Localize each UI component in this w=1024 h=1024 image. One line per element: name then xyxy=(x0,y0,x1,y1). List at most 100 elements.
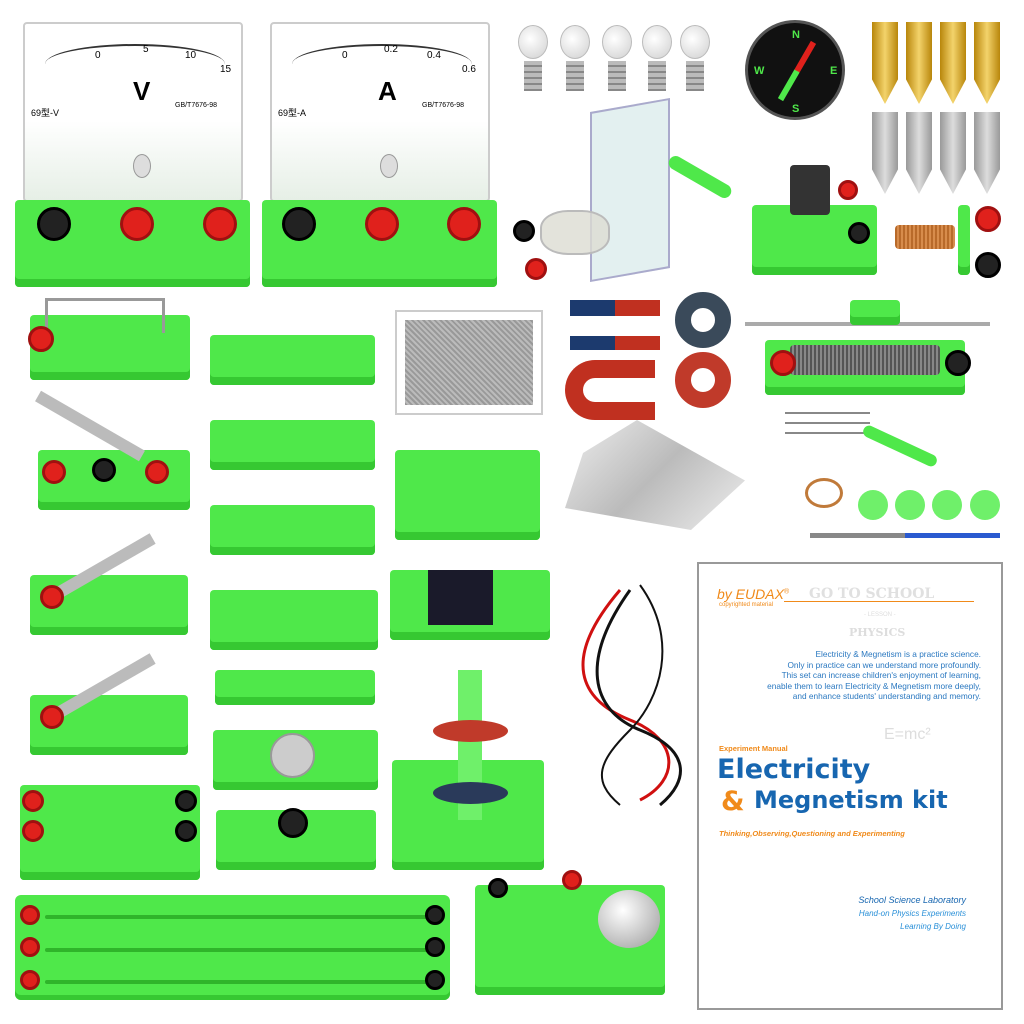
intro-line: This set can increase children's enjoyme… xyxy=(781,670,981,680)
terminal-3v[interactable] xyxy=(120,207,154,241)
generator-case xyxy=(590,97,670,283)
terminal[interactable] xyxy=(22,820,44,842)
compass-letter: W xyxy=(754,65,765,77)
terminal[interactable] xyxy=(425,905,445,925)
metal-rods xyxy=(785,412,870,442)
terminal[interactable] xyxy=(848,222,870,244)
scale-label: 5 xyxy=(143,44,149,55)
light-bulb xyxy=(642,25,672,95)
terminal[interactable] xyxy=(20,970,40,990)
compass: N E S W xyxy=(745,20,845,120)
brand-logo: by EUDAX® xyxy=(717,586,790,602)
spring-switch-module[interactable] xyxy=(210,420,375,470)
rail-slot xyxy=(45,915,430,919)
horseshoe-magnet xyxy=(565,360,655,420)
terminal[interactable] xyxy=(22,790,44,812)
terminal-negative[interactable] xyxy=(37,207,71,241)
zinc-electrode xyxy=(940,112,966,194)
terminal[interactable] xyxy=(28,326,54,352)
terminal[interactable] xyxy=(975,206,1001,232)
footer-text: School Science Laboratory Hand-on Physic… xyxy=(858,894,966,933)
adjust-knob[interactable] xyxy=(133,154,151,178)
footer-line: Learning By Doing xyxy=(900,922,966,931)
tagline: Thinking,Observing,Questioning and Exper… xyxy=(719,829,905,838)
terminal[interactable] xyxy=(40,585,64,609)
ammeter-scale xyxy=(292,44,472,84)
gear xyxy=(858,490,888,520)
title-line-2: Megnetism kit xyxy=(754,786,948,814)
slider-knob[interactable] xyxy=(850,300,900,325)
resistor-module xyxy=(215,670,375,705)
intro-line: enable them to learn Electricity & Megne… xyxy=(767,680,981,691)
terminal[interactable] xyxy=(975,252,1001,278)
terminal[interactable] xyxy=(525,258,547,280)
terminal[interactable] xyxy=(838,180,858,200)
terminal[interactable] xyxy=(20,905,40,925)
iron-filings-panel xyxy=(395,310,543,415)
foil-sheet xyxy=(565,420,745,530)
terminal[interactable] xyxy=(92,458,116,482)
ammeter-face: 0 0.2 0.4 0.6 A 69型-A GB/T7676-98 xyxy=(270,22,490,202)
voltmeter: 0 5 10 15 V 69型-V GB/T7676-98 xyxy=(15,22,250,287)
copper-electrode xyxy=(906,22,932,104)
ring-magnet xyxy=(675,352,731,408)
spring-switch-module[interactable] xyxy=(210,335,375,385)
intro-line: Only in practice can we understand more … xyxy=(787,659,981,670)
compass-letter: S xyxy=(792,103,800,115)
copper-electrode xyxy=(872,22,898,104)
footer-line: School Science Laboratory xyxy=(858,895,966,905)
terminal-15v[interactable] xyxy=(203,207,237,241)
intro-line: Electricity & Megnetism is a practice sc… xyxy=(815,649,981,659)
model-label: 69型-V xyxy=(31,108,60,118)
crank-handle[interactable] xyxy=(666,153,734,201)
terminal[interactable] xyxy=(425,937,445,957)
zinc-electrode xyxy=(906,112,932,194)
footer-line: Hand-on Physics Experiments xyxy=(858,909,966,918)
bell-dome[interactable] xyxy=(598,890,660,948)
terminal-3a[interactable] xyxy=(447,207,481,241)
background-lesson: - LESSON - xyxy=(864,612,896,618)
hand-crank-generator xyxy=(505,97,740,285)
screwdriver xyxy=(810,533,1000,538)
spring-switch-module[interactable] xyxy=(210,505,375,555)
terminal[interactable] xyxy=(488,878,508,898)
terminal[interactable] xyxy=(945,350,971,376)
terminal[interactable] xyxy=(42,460,66,484)
title-line-1: Electricity xyxy=(717,754,871,785)
terminal[interactable] xyxy=(513,220,535,242)
unit-label: A xyxy=(378,76,397,106)
ring-magnet xyxy=(433,782,508,804)
copper-ring xyxy=(805,478,843,508)
bar-magnet xyxy=(570,336,660,350)
ring-magnet xyxy=(675,292,731,348)
switch-lever[interactable] xyxy=(45,298,165,333)
compass-letter: N xyxy=(792,29,800,41)
brand-subtitle: copyrighted material xyxy=(719,602,774,608)
terminal[interactable] xyxy=(562,870,582,890)
scale-label: 0.4 xyxy=(427,50,441,61)
terminal-negative[interactable] xyxy=(282,207,316,241)
scale-label: 0.2 xyxy=(384,44,398,55)
terminal[interactable] xyxy=(770,350,796,376)
terminal[interactable] xyxy=(175,790,197,812)
ammeter: 0 0.2 0.4 0.6 A 69型-A GB/T7676-98 xyxy=(262,22,497,287)
divider xyxy=(784,601,974,602)
gear xyxy=(970,490,1000,520)
scale-label: 0 xyxy=(342,50,348,61)
terminal[interactable] xyxy=(425,970,445,990)
terminal[interactable] xyxy=(40,705,64,729)
background-formula: E=mc² xyxy=(884,726,931,743)
adjust-knob[interactable] xyxy=(380,154,398,178)
copper-electrode xyxy=(974,22,1000,104)
voltmeter-scale xyxy=(45,44,225,84)
induction-coil xyxy=(895,225,955,249)
intro-text: Electricity & Megnetism is a practice sc… xyxy=(767,649,981,702)
terminal[interactable] xyxy=(145,460,169,484)
experiment-manual: by EUDAX® copyrighted material GO TO SCH… xyxy=(697,562,1003,1010)
generator-rotor xyxy=(540,210,610,255)
coil-stand xyxy=(958,205,970,275)
terminal[interactable] xyxy=(175,820,197,842)
terminal-0-6a[interactable] xyxy=(365,207,399,241)
terminal[interactable] xyxy=(20,937,40,957)
propeller xyxy=(861,423,939,469)
